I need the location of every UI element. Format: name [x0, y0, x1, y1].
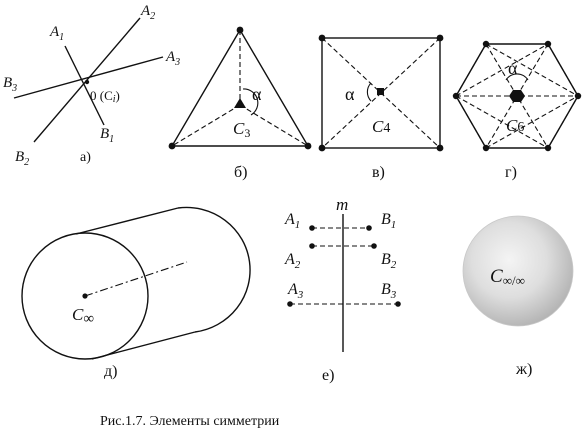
alpha-label: α: [345, 84, 355, 104]
label-b2: B2: [381, 251, 397, 271]
label-b3: B3: [381, 281, 397, 301]
sphere: [462, 215, 574, 327]
c4-axis-square-icon: [377, 88, 384, 95]
angle-arc: [366, 82, 372, 102]
inversion-center-dot: [84, 79, 90, 85]
panel-v-c4-square: α C4 в): [318, 34, 444, 181]
cylinder-front-face: [21, 232, 149, 360]
center-label: 0 (Ci): [90, 88, 120, 105]
label-a2: A2: [284, 251, 301, 271]
label-a3: A3: [287, 281, 304, 301]
alpha-label: α: [252, 84, 262, 104]
c3-axis-triangle-icon: [234, 98, 246, 108]
panel-e-letter: е): [322, 367, 334, 384]
label-a3: A3: [165, 49, 180, 68]
alpha-label: α: [508, 58, 518, 78]
panel-g-letter: г): [505, 164, 517, 181]
panel-d-cylinder: C∞ д): [21, 206, 251, 380]
panel-v-letter: в): [372, 164, 385, 181]
panel-zh-sphere: C∞/∞ ж): [462, 215, 574, 378]
label-b1: B1: [381, 211, 396, 231]
c-inf-label: C∞: [72, 305, 94, 327]
c-inf-inf-label: C∞/∞: [490, 266, 525, 288]
panel-zh-letter: ж): [515, 361, 532, 378]
triangle: [170, 28, 310, 147]
label-a1: A1: [284, 211, 300, 231]
panel-a-letter: а): [80, 150, 91, 165]
label-b3: B3: [3, 75, 17, 94]
angle-arc: [242, 88, 259, 116]
label-b1: B1: [100, 126, 114, 145]
c4-label: C4: [372, 117, 390, 136]
c6-label: C6: [506, 116, 524, 135]
line-a1-b1: [64, 45, 105, 126]
panel-a-inversion-center: A1 A2 A3 B3 B1 B2 0 (Ci) а): [3, 3, 180, 168]
c3-label: C3: [233, 119, 250, 140]
angle-arc: [505, 73, 529, 81]
plane-m-label: m: [336, 195, 348, 214]
c6-axis-hexagon-icon: [509, 90, 525, 102]
panel-e-mirror-plane: m A1 B1 A2 B2 A3 B3 е): [284, 195, 401, 384]
cylinder-axis: [84, 261, 188, 297]
panel-g-c6-hexagon: α C6 г): [452, 40, 582, 181]
figure-caption: Рис.1.7. Элементы симметрии: [100, 414, 280, 429]
panel-b-c3-triangle: α C3 б): [168, 26, 312, 181]
label-b2: B2: [15, 149, 29, 168]
panel-b-letter: б): [234, 164, 247, 181]
label-a1: A1: [49, 24, 64, 43]
square: [321, 37, 441, 149]
label-a2: A2: [140, 3, 155, 22]
cylinder-back-edge: [177, 206, 251, 333]
panel-d-letter: д): [104, 363, 117, 380]
line-a3-b3: [13, 56, 164, 99]
